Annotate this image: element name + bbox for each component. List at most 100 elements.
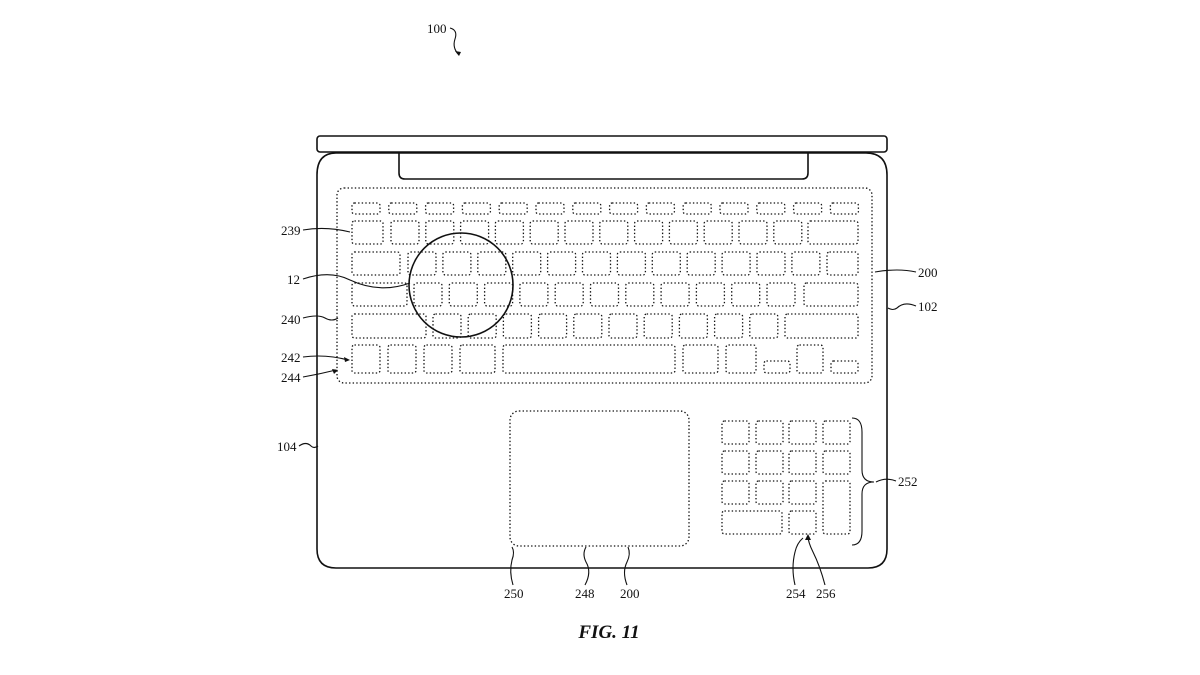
- keypad-key: [788, 420, 817, 445]
- ref-104: 104: [277, 439, 297, 454]
- arrowhead-244: [332, 369, 338, 374]
- leader-252: [875, 478, 897, 483]
- key: [351, 313, 427, 339]
- ref-254: 254: [786, 586, 806, 601]
- arrow-key: [830, 360, 859, 374]
- ref-100: 100: [427, 21, 447, 36]
- key: [608, 313, 638, 339]
- arrow-key: [763, 360, 791, 374]
- keypad-key: [721, 450, 750, 475]
- key: [784, 313, 859, 339]
- function-key: [498, 202, 528, 215]
- ref-102: 102: [918, 299, 938, 314]
- leader-200-keyboard: [874, 269, 917, 273]
- key: [351, 220, 384, 245]
- keyboard-region: [336, 187, 873, 384]
- keypad-key: [755, 480, 784, 505]
- key: [573, 313, 603, 339]
- figure-caption: FIG. 11: [577, 622, 639, 643]
- base-housing: [316, 152, 888, 569]
- ref-242: 242: [281, 350, 301, 365]
- function-key: [351, 202, 381, 215]
- function-key: [535, 202, 565, 215]
- key: [773, 220, 803, 245]
- leader-248: [583, 546, 590, 586]
- key: [413, 282, 443, 307]
- key: [616, 251, 647, 276]
- function-key: [719, 202, 749, 215]
- function-key: [461, 202, 492, 215]
- arrowhead-242: [344, 357, 350, 362]
- leader-256: [807, 535, 826, 586]
- keypad-key: [788, 480, 817, 505]
- keypad-key: [755, 420, 784, 445]
- key: [390, 220, 420, 245]
- keypad-key: [822, 420, 851, 445]
- key: [519, 282, 549, 307]
- key: [703, 220, 733, 245]
- key: [589, 282, 620, 307]
- key: [502, 313, 533, 339]
- arrowhead-256: [805, 534, 811, 540]
- key: [581, 251, 612, 276]
- leader-244: [302, 369, 337, 378]
- key: [459, 344, 496, 374]
- leader-254: [792, 537, 804, 586]
- function-key: [645, 202, 676, 215]
- keypad-wide-key: [721, 510, 783, 535]
- key: [713, 313, 744, 339]
- key: [407, 251, 437, 276]
- keypad-bracket: [851, 417, 875, 546]
- keyboard-keys: [351, 202, 860, 374]
- key: [448, 282, 478, 307]
- key: [425, 220, 455, 245]
- detail-circle: [408, 232, 514, 338]
- key: [756, 251, 786, 276]
- ref-239: 239: [281, 223, 301, 238]
- function-key: [756, 202, 786, 215]
- leader-242: [302, 355, 349, 361]
- key: [643, 313, 673, 339]
- key: [633, 220, 664, 245]
- function-key: [682, 202, 712, 215]
- key: [467, 313, 497, 339]
- ref-12: 12: [287, 272, 300, 287]
- key: [387, 344, 417, 374]
- key: [660, 282, 690, 307]
- key: [826, 251, 859, 276]
- space-bar: [502, 344, 676, 374]
- function-key: [829, 202, 860, 215]
- key: [725, 344, 757, 374]
- keypad-key: [721, 420, 750, 445]
- key: [512, 251, 542, 276]
- arrow-key: [796, 344, 824, 374]
- key: [564, 220, 594, 245]
- key: [483, 282, 514, 307]
- key: [432, 313, 462, 339]
- key: [651, 251, 681, 276]
- key: [807, 220, 859, 245]
- key: [529, 220, 559, 245]
- keypad-key: [788, 450, 817, 475]
- ref-250: 250: [504, 586, 524, 601]
- leader-104: [298, 442, 319, 449]
- hinge: [398, 152, 809, 180]
- key: [791, 251, 821, 276]
- keypad-key: [788, 510, 817, 535]
- ref-256: 256: [816, 586, 836, 601]
- key: [686, 251, 716, 276]
- key: [537, 313, 568, 339]
- key: [803, 282, 859, 307]
- key: [459, 220, 490, 245]
- ref-248: 248: [575, 586, 595, 601]
- ref-200-keyboard: 200: [918, 265, 938, 280]
- leader-12: [302, 274, 411, 289]
- display-lid: [316, 135, 888, 153]
- key: [721, 251, 751, 276]
- leader-239: [302, 227, 351, 233]
- key: [442, 251, 472, 276]
- key: [494, 220, 525, 245]
- key: [766, 282, 796, 307]
- ref-200-trackpad: 200: [620, 586, 640, 601]
- key: [477, 251, 507, 276]
